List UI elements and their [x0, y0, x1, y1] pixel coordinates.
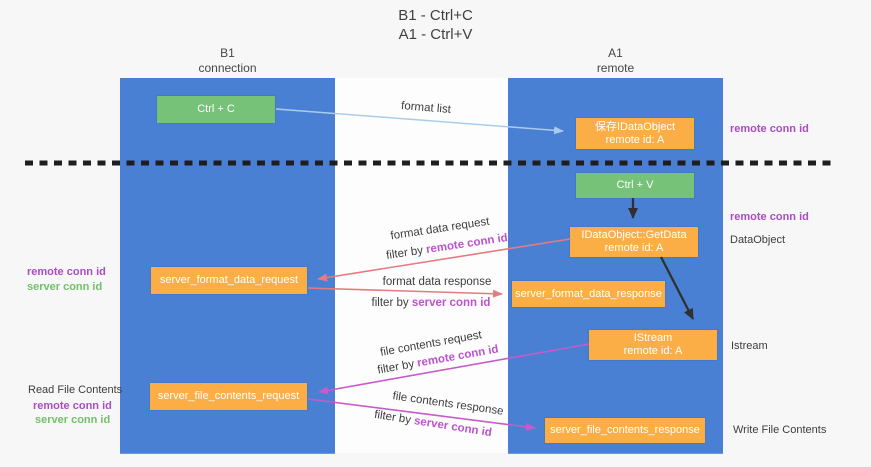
ctrl-c-label: Ctrl + C	[197, 103, 235, 115]
save-dataobject-line2: remote id: A	[605, 133, 665, 146]
server-format-data-request-label: server_format_data_request	[159, 274, 299, 286]
dataobject-label: DataObject	[730, 234, 786, 246]
right-column-header: A1 remote	[508, 46, 723, 76]
left-column-name: B1	[220, 46, 235, 60]
page-title: B1 - Ctrl+C A1 - Ctrl+V	[0, 6, 871, 44]
remote-conn-id-label-mid: remote conn id	[730, 211, 809, 223]
idataobject-getdata-box: IDataObject::GetData remote id: A	[570, 227, 698, 257]
filter-by-text: filter by	[371, 297, 412, 309]
istream-line1: IStream	[633, 332, 673, 344]
istream-line2: remote id: A	[623, 345, 683, 357]
getdata-line2: remote id: A	[604, 242, 664, 254]
left-column-header: B1 connection	[120, 46, 335, 76]
read-remote-conn-id-label: remote conn id	[33, 400, 112, 412]
ctrl-v-box: Ctrl + V	[576, 173, 694, 198]
save-dataobject-box: 保存IDataObject remote id: A	[576, 118, 694, 149]
server-file-contents-request-box: server_file_contents_request	[150, 383, 307, 410]
title-line-2: A1 - Ctrl+V	[398, 26, 473, 43]
right-column-name: A1	[608, 46, 623, 60]
server-file-contents-response-box: server_file_contents_response	[545, 418, 705, 443]
server-file-contents-response-label: server_file_contents_response	[550, 424, 700, 436]
left-remote-conn-id-label: remote conn id	[27, 266, 106, 278]
getdata-line1: IDataObject::GetData	[581, 229, 687, 241]
remote-conn-id-label-top: remote conn id	[730, 123, 809, 135]
format-data-response-label: format data response	[382, 276, 492, 288]
istream-side-label: Istream	[731, 340, 768, 352]
ctrl-v-label: Ctrl + V	[616, 179, 654, 191]
format-data-response-filter-label: filter by server conn id	[372, 297, 491, 309]
right-column-role: remote	[596, 61, 635, 75]
server-format-data-response-label: server_format_data_response	[515, 287, 662, 300]
server-format-data-request-box: server_format_data_request	[151, 267, 307, 294]
server-conn-id-key: server conn id	[411, 297, 491, 309]
left-column-role: connection	[198, 61, 257, 75]
server-file-contents-request-label: server_file_contents_request	[157, 390, 300, 402]
left-server-conn-id-label: server conn id	[27, 281, 103, 293]
ctrl-c-box: Ctrl + C	[157, 96, 275, 123]
save-dataobject-line1: 保存IDataObject	[594, 120, 676, 133]
write-file-contents-label: Write File Contents	[733, 424, 827, 436]
server-format-data-response-box: server_format_data_response	[512, 281, 665, 307]
read-server-conn-id-label: server conn id	[35, 414, 111, 426]
istream-box: IStream remote id: A	[589, 330, 717, 360]
title-line-1: B1 - Ctrl+C	[398, 7, 473, 24]
read-file-contents-label: Read File Contents	[28, 384, 123, 396]
